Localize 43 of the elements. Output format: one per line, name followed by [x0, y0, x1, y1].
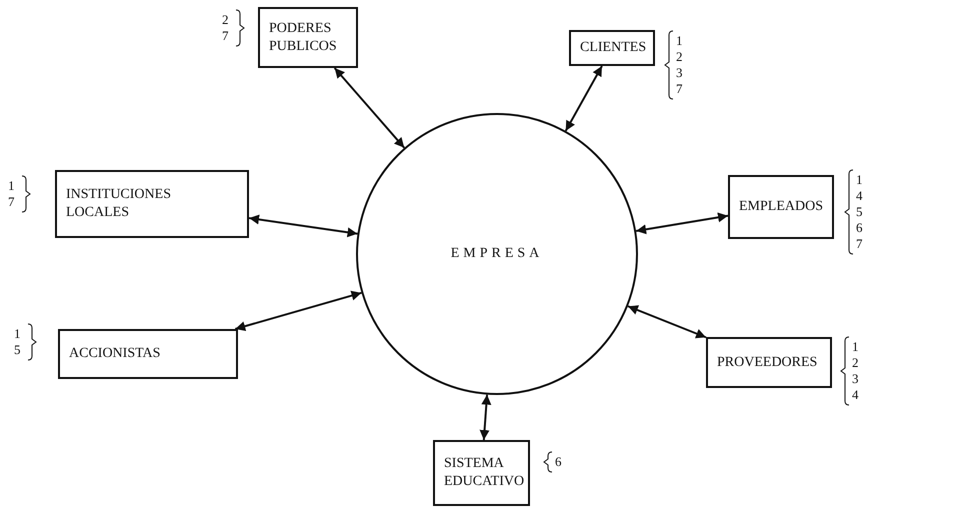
node-label: CLIENTES: [580, 39, 648, 57]
double-arrow: [480, 394, 492, 440]
stakeholder-box: [55, 170, 249, 238]
reference-number: 2: [222, 12, 228, 28]
node-label: INSTITUCIONES LOCALES: [66, 186, 172, 222]
reference-number: 7: [676, 81, 682, 97]
stakeholder-box: [706, 337, 832, 388]
node-label: EMPRESA: [450, 246, 544, 262]
reference-number: 2: [852, 355, 858, 371]
reference-number: 3: [676, 65, 682, 81]
reference-number: 6: [856, 220, 862, 236]
reference-number: 2: [676, 49, 682, 65]
node-label: SISTEMA EDUCATIVO: [444, 455, 524, 491]
reference-number: 5: [856, 204, 862, 220]
stakeholder-box: [433, 440, 530, 506]
reference-number: 1: [856, 172, 862, 188]
double-arrow: [234, 290, 362, 332]
reference-number: 1: [676, 33, 682, 49]
node-label: PODERES PUBLICOS: [269, 20, 338, 56]
reference-number: 4: [852, 387, 858, 403]
double-arrow: [248, 214, 358, 238]
stakeholder-box: [728, 175, 834, 239]
reference-number: 3: [852, 371, 858, 387]
stakeholder-box: [58, 329, 238, 379]
double-arrow: [564, 66, 603, 132]
node-label: EMPLEADOS: [739, 198, 824, 216]
double-arrow: [334, 67, 406, 148]
node-label: ACCIONISTAS: [69, 345, 162, 363]
reference-number: 1: [14, 326, 20, 342]
reference-number: 6: [555, 454, 562, 470]
reference-number: 7: [8, 194, 14, 210]
reference-number: 1: [852, 339, 858, 355]
reference-number: 4: [856, 188, 862, 204]
double-arrow: [636, 212, 728, 234]
double-arrow: [628, 305, 706, 338]
stakeholder-box: [569, 30, 655, 66]
stakeholder-box: [258, 7, 358, 68]
reference-number: 7: [856, 236, 862, 252]
reference-number: 5: [14, 342, 20, 358]
company-circle: [356, 113, 638, 395]
node-label: PROVEEDORES: [717, 354, 818, 372]
reference-number: 7: [222, 28, 228, 44]
reference-number: 1: [8, 178, 14, 194]
